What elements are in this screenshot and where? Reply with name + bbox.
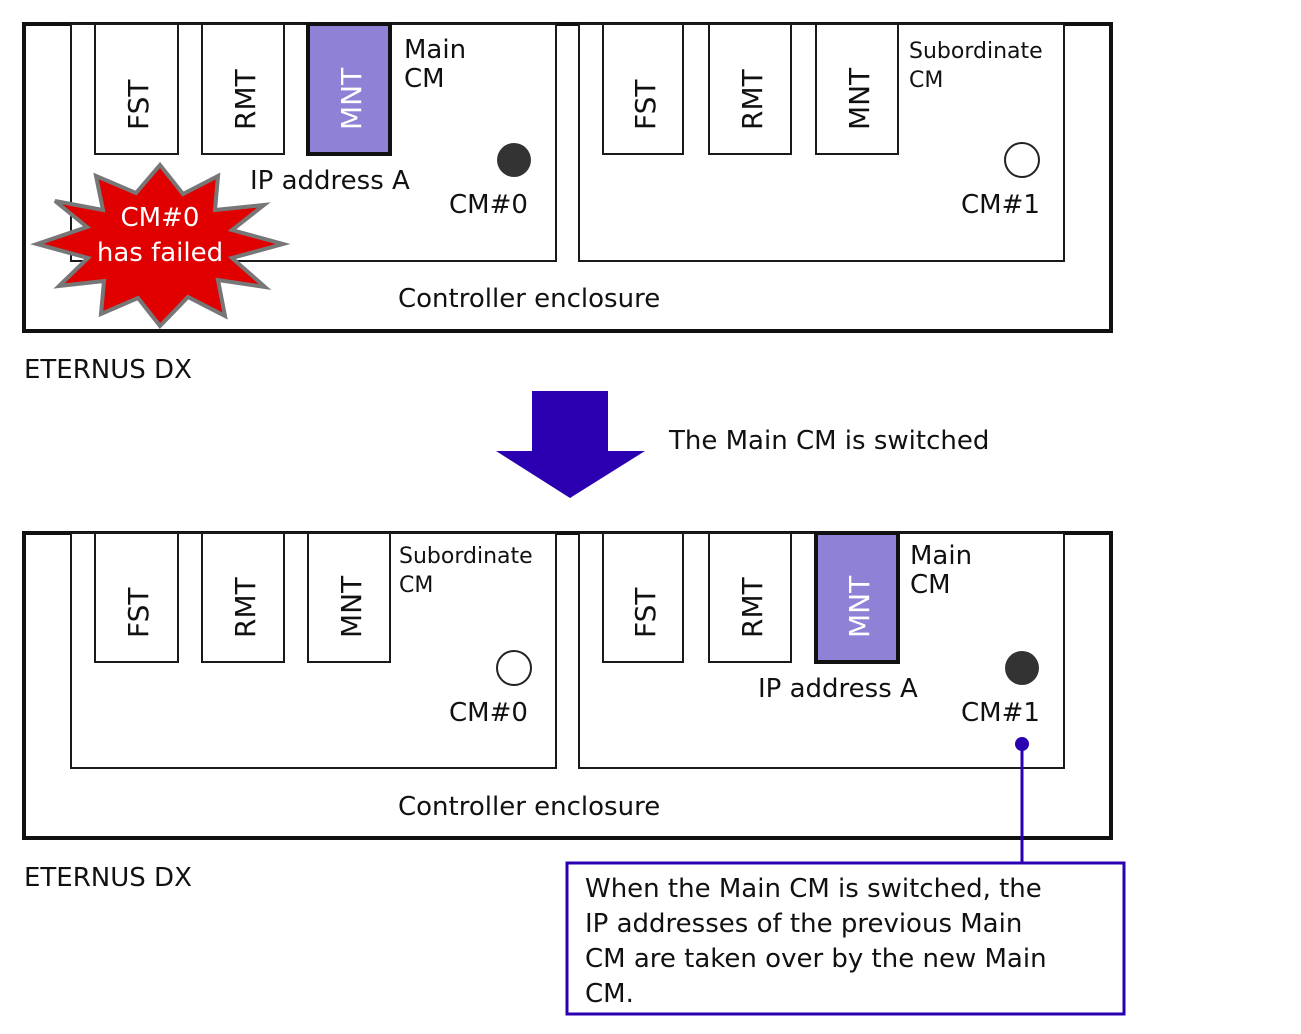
cm0-label: CM#0: [449, 190, 528, 220]
after-panel: FST RMT MNT Subordinate CM CM#0 FST RMT …: [22, 531, 1113, 893]
fst-module: [602, 532, 684, 663]
role-label-line1: Main: [910, 541, 972, 571]
enclosure-label: Controller enclosure: [398, 792, 660, 822]
led-on-icon: [497, 143, 531, 177]
before-panel: FST RMT MNT Main CM IP address A CM#0 FS…: [22, 22, 1113, 385]
mnt-label: MNT: [335, 575, 368, 638]
failure-line1: CM#0: [121, 203, 200, 233]
callout-line: CM.: [585, 979, 634, 1009]
mnt-module: [815, 23, 899, 155]
fst-label: FST: [122, 587, 155, 638]
down-arrow-icon: [496, 391, 645, 498]
fst-module: [602, 23, 684, 155]
role-label-line2: CM: [910, 570, 951, 600]
led-off-icon: [1004, 142, 1040, 178]
callout-anchor-dot-icon: [1015, 737, 1029, 751]
rmt-module: [708, 23, 792, 155]
transition: The Main CM is switched: [496, 391, 989, 498]
rmt-label: RMT: [736, 576, 769, 638]
role-label-line1: Main: [404, 35, 466, 65]
mnt-label: MNT: [843, 575, 876, 638]
failure-line2: has failed: [97, 238, 223, 268]
ip-address-label: IP address A: [758, 674, 918, 704]
enclosure-label: Controller enclosure: [398, 284, 660, 314]
led-on-icon: [1005, 651, 1039, 685]
transition-label: The Main CM is switched: [668, 426, 989, 456]
rmt-label: RMT: [229, 576, 262, 638]
failure-burst: CM#0 has failed: [30, 161, 291, 330]
led-off-icon: [496, 650, 532, 686]
ip-address-label: IP address A: [250, 166, 410, 196]
rmt-label: RMT: [736, 68, 769, 130]
role-label-line2: CM: [404, 64, 445, 94]
system-label: ETERNUS DX: [24, 863, 192, 893]
callout-line: When the Main CM is switched, the: [585, 874, 1042, 904]
mnt-label: MNT: [335, 67, 368, 130]
mnt-module-active: [814, 531, 900, 664]
cm1-label: CM#1: [961, 698, 1040, 728]
rmt-label: RMT: [229, 68, 262, 130]
rmt-module: [201, 532, 285, 663]
callout-line: CM are taken over by the new Main: [585, 944, 1047, 974]
role-label-line2: CM: [399, 573, 433, 598]
mnt-module: [307, 532, 391, 663]
fst-module: [94, 23, 179, 155]
system-label: ETERNUS DX: [24, 355, 192, 385]
failure-burst-icon: [30, 161, 291, 330]
cm0-label: CM#0: [449, 698, 528, 728]
role-label-line1: Subordinate: [909, 39, 1043, 64]
fst-module: [94, 532, 179, 663]
role-label-line1: Subordinate: [399, 544, 533, 569]
rmt-module: [201, 23, 285, 155]
callout-line: IP addresses of the previous Main: [585, 909, 1022, 939]
fst-label: FST: [629, 587, 662, 638]
callout: When the Main CM is switched, the IP add…: [565, 737, 1126, 1016]
mnt-module-active: [306, 22, 392, 156]
callout-box: [565, 861, 1126, 1016]
fst-label: FST: [629, 79, 662, 130]
rmt-module: [708, 532, 792, 663]
fst-label: FST: [122, 79, 155, 130]
cm1-label: CM#1: [961, 190, 1040, 220]
mnt-label: MNT: [843, 67, 876, 130]
role-label-line2: CM: [909, 68, 943, 93]
